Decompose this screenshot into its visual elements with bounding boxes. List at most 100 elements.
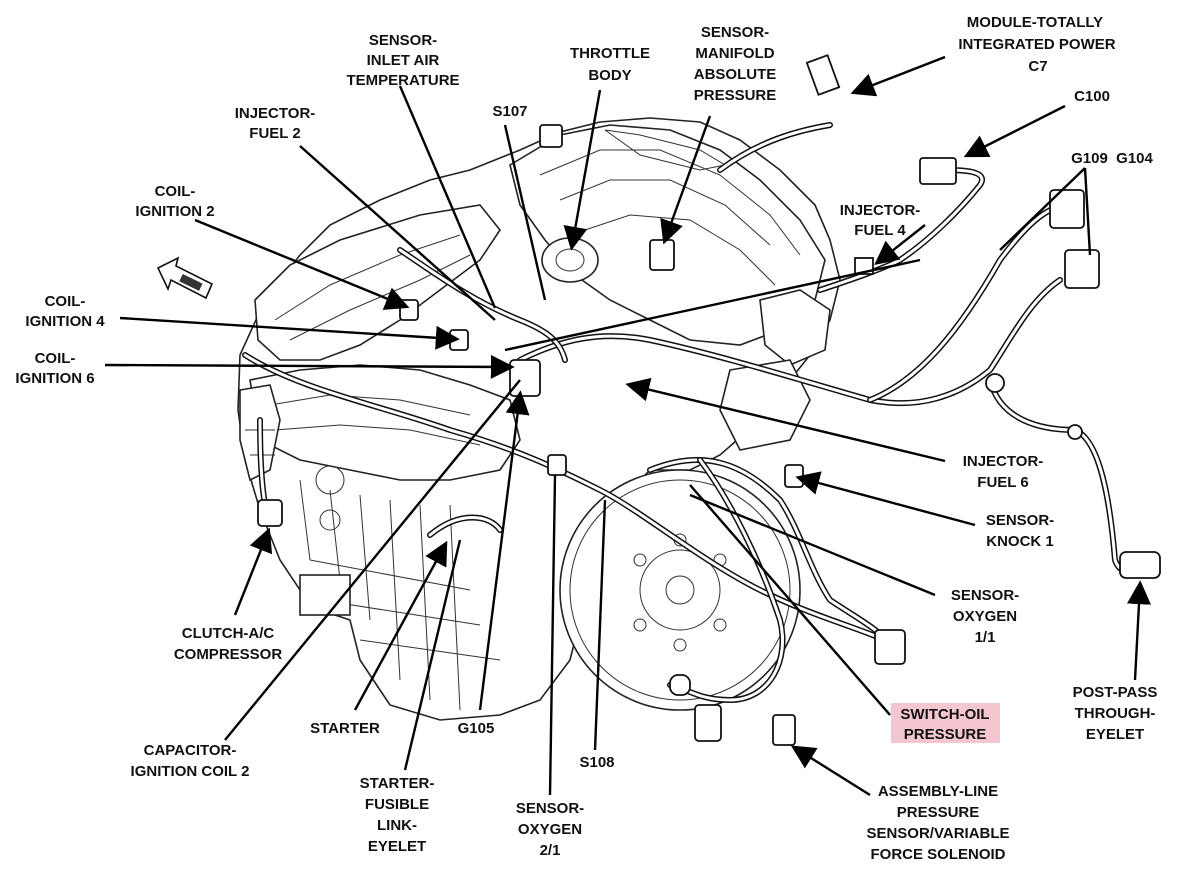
label-line: COIL- (155, 183, 196, 200)
connector-post-pass (1119, 551, 1161, 579)
label-line: THROTTLE (570, 45, 650, 62)
highlight-box (891, 703, 1000, 743)
label-line: COMPRESSOR (174, 646, 283, 663)
label-line: INJECTOR- (840, 202, 921, 219)
label-starter-fusible: STARTER- FUSIBLE LINK- EYELET (360, 775, 435, 855)
label-switch-oil-pressure: SWITCH-OIL PRESSURE (891, 703, 1000, 743)
label-line: IGNITION COIL 2 (131, 763, 250, 780)
label-sensor-oxygen-11: SENSOR- OXYGEN 1/1 (951, 587, 1019, 646)
label-line: C7 (1028, 58, 1047, 75)
label-g109-g104: G109 G104 (1071, 150, 1153, 167)
connector-module-tip (805, 54, 841, 96)
label-assembly-line: ASSEMBLY-LINE PRESSURE SENSOR/VARIABLE F… (866, 783, 1009, 863)
grommet-eyelet (985, 373, 1005, 393)
label-line: COIL- (35, 350, 76, 367)
label-module-tip: MODULE-TOTALLY INTEGRATED POWER C7 (958, 14, 1115, 75)
label-injector-fuel-6: INJECTOR- FUEL 6 (963, 453, 1044, 491)
connector-s107 (539, 124, 563, 148)
label-s108: S108 (579, 754, 614, 771)
connector-oxygen-21 (669, 674, 691, 696)
label-line: OXYGEN (518, 821, 582, 838)
valve-cover-left (254, 204, 501, 361)
label-line: 2/1 (540, 842, 561, 859)
label-line: SENSOR- (986, 512, 1054, 529)
label-line: TEMPERATURE (346, 72, 459, 89)
label-line: THROUGH- (1075, 705, 1156, 722)
label-line: FUEL 2 (249, 125, 300, 142)
label-line: SWITCH-OIL (900, 706, 989, 723)
label-line: MANIFOLD (695, 45, 774, 62)
grommet-post-pass (1067, 424, 1083, 440)
label-sensor-iat: SENSOR- INLET AIR TEMPERATURE (346, 32, 459, 89)
label-line: PRESSURE (694, 87, 777, 104)
engine-illustration (156, 117, 841, 721)
label-line: INLET AIR (367, 52, 440, 69)
label-line: 1/1 (975, 629, 996, 646)
label-line: PRESSURE (904, 726, 987, 743)
leader-lines (104, 55, 1151, 797)
label-line: SENSOR- (516, 800, 584, 817)
label-line: SENSOR- (951, 587, 1019, 604)
connector-g104 (1064, 249, 1100, 289)
label-sensor-oxygen-21: SENSOR- OXYGEN 2/1 (516, 800, 584, 859)
label-line: OXYGEN (953, 608, 1017, 625)
label-line: EYELET (368, 838, 426, 855)
connector-g109 (1049, 189, 1085, 229)
label-line: SENSOR/VARIABLE (866, 825, 1009, 842)
label-c100: C100 (1074, 88, 1110, 105)
label-injector-fuel-2: INJECTOR- FUEL 2 (235, 105, 316, 142)
label-line: CLUTCH-A/C (182, 625, 275, 642)
label-line: FUSIBLE (365, 796, 429, 813)
label-line: INJECTOR- (235, 105, 316, 122)
connector-ignition-6 (509, 359, 541, 397)
label-line: FUEL 6 (977, 474, 1028, 491)
connector-switch-oil (874, 629, 906, 665)
label-line: INTEGRATED POWER (958, 36, 1115, 53)
label-line: IGNITION 2 (135, 203, 214, 220)
direction-arrow-icon (156, 256, 214, 300)
label-line: LINK- (377, 817, 417, 834)
label-clutch-ac: CLUTCH-A/C COMPRESSOR (174, 625, 283, 663)
connector-map (649, 239, 675, 271)
label-line: POST-PASS (1073, 684, 1158, 701)
label-line: SENSOR- (701, 24, 769, 41)
label-line: IGNITION 6 (15, 370, 94, 387)
label-line: INJECTOR- (963, 453, 1044, 470)
label-line: FORCE SOLENOID (870, 846, 1005, 863)
throttle-body-housing (541, 237, 599, 283)
wiring-harness (242, 122, 1153, 704)
label-injector-fuel-4: INJECTOR- FUEL 4 (840, 202, 921, 239)
label-line: MODULE-TOTALLY (967, 14, 1103, 31)
label-starter: STARTER (310, 720, 380, 737)
label-line: PRESSURE (897, 804, 980, 821)
connector-assembly-2 (772, 714, 796, 746)
label-line: SENSOR- (369, 32, 437, 49)
label-line: CAPACITOR- (144, 742, 237, 759)
label-line: BODY (588, 67, 631, 84)
label-line: FUEL 4 (854, 222, 906, 239)
label-capacitor: CAPACITOR- IGNITION COIL 2 (131, 742, 250, 780)
label-line: EYELET (1086, 726, 1144, 743)
label-sensor-map: SENSOR- MANIFOLD ABSOLUTE PRESSURE (694, 24, 777, 104)
label-coil-ignition-2: COIL- IGNITION 2 (135, 183, 214, 220)
label-throttle-body: THROTTLE BODY (570, 45, 650, 84)
label-line: COIL- (45, 293, 86, 310)
label-line: STARTER- (360, 775, 435, 792)
label-sensor-knock-1: SENSOR- KNOCK 1 (986, 512, 1054, 550)
label-post-pass: POST-PASS THROUGH- EYELET (1073, 684, 1158, 743)
label-coil-ignition-6: COIL- IGNITION 6 (15, 350, 94, 387)
connector-knock (784, 464, 804, 488)
label-coil-ignition-4: COIL- IGNITION 4 (25, 293, 105, 330)
label-line: KNOCK 1 (986, 533, 1054, 550)
connector-s108 (547, 454, 567, 476)
label-s107: S107 (492, 103, 527, 120)
label-g105: G105 (458, 720, 495, 737)
label-line: IGNITION 4 (25, 313, 105, 330)
label-line: ASSEMBLY-LINE (878, 783, 998, 800)
engine-mount (299, 574, 351, 616)
connector-assembly-1 (694, 704, 722, 742)
connector-coil-2 (399, 299, 419, 321)
connector-c100 (919, 157, 957, 185)
label-line: ABSOLUTE (694, 66, 777, 83)
